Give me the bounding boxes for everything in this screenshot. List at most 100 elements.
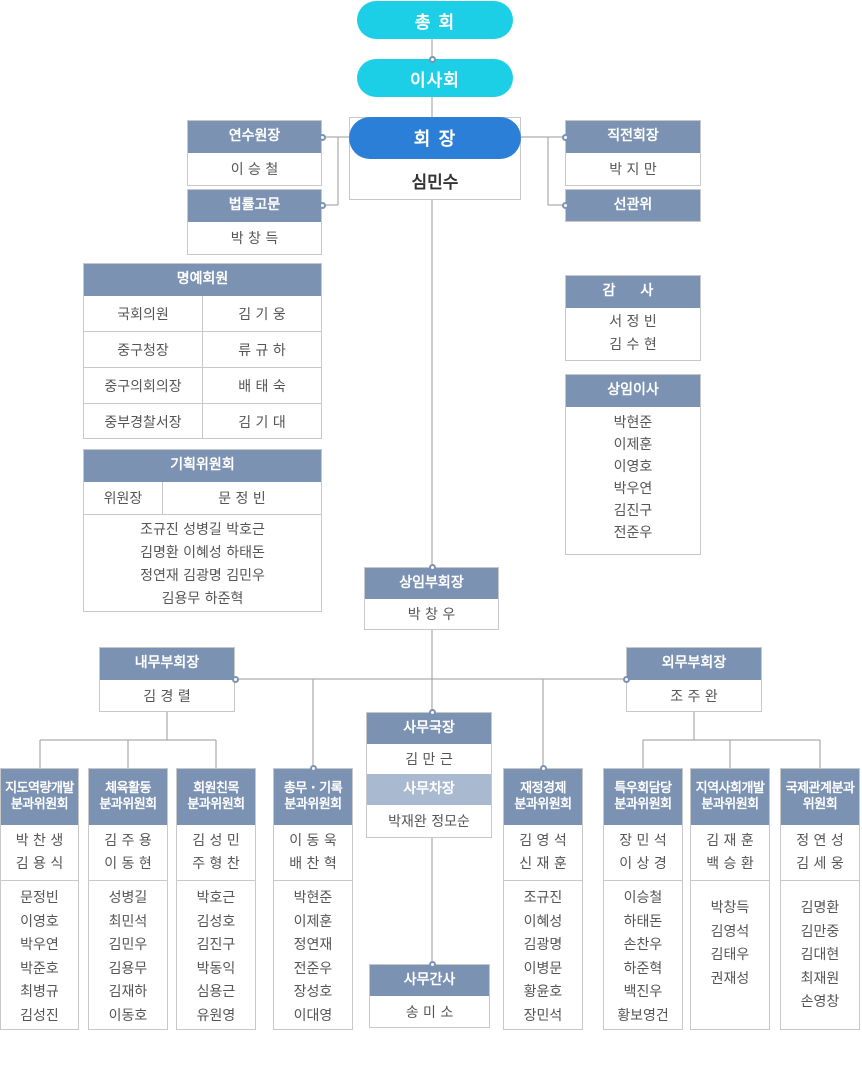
connector-dot [309, 764, 317, 772]
connector-dot [622, 675, 630, 683]
list-item: 문정빈 [20, 890, 59, 906]
committee-title: 회원친목 분과위원회 [177, 769, 255, 825]
list-item: 박현준 [613, 415, 653, 431]
committee-title: 지역사회개발 분과위원회 [691, 769, 769, 825]
list-item: 장성호 [293, 984, 333, 1000]
table-row: 중부경찰서장 김 기 대 [84, 403, 321, 439]
list-item: 이 동 욱 [289, 833, 337, 849]
list-item: 최병규 [20, 984, 59, 1000]
general-meeting-node: 총 회 [357, 1, 513, 39]
list-item: 하준혁 [623, 960, 663, 977]
list-item: 박준호 [20, 960, 59, 977]
list-item: 김만중 [800, 923, 840, 940]
list-item: 서 정 빈 [609, 314, 657, 330]
list-item: 김민우 [108, 937, 148, 953]
planning-chair-name: 문 정 빈 [162, 482, 321, 514]
list-item: 조규진 [523, 890, 563, 906]
list-item: 박현준 [293, 890, 333, 906]
list-item: 이대영 [293, 1007, 333, 1024]
list-item: 김재하 [108, 984, 148, 1000]
committee-title: 지도역량개발 분과위원회 [1, 769, 78, 825]
legal-advisor-box: 법률고문 박 창 득 [187, 189, 322, 255]
connector-dot [428, 708, 436, 716]
list-item: 박동익 [196, 960, 236, 977]
committee-title: 재정경제 분과위원회 [504, 769, 582, 825]
list-item: 이병문 [523, 960, 563, 977]
secretary-box: 사무간사 송 미 소 [369, 964, 490, 1028]
former-president-box: 직전회장 박 지 만 [565, 120, 701, 186]
list-item: 박 찬 생 [15, 833, 64, 849]
standing-directors-title: 상임이사 [566, 375, 700, 407]
secretariat-deputy-name: 박재완 정모순 [388, 814, 470, 830]
list-item: 김성진 [20, 1007, 59, 1024]
list-item: 김명환 [800, 900, 840, 916]
list-item: 김 세 웅 [796, 856, 844, 872]
committee-title: 특우회담당 분과위원회 [604, 769, 682, 825]
legal-advisor-title: 법률고문 [188, 190, 321, 222]
list-item: 정 연 성 [796, 833, 844, 849]
list-item: 김 영 석 [519, 833, 567, 849]
list-item: 이제훈 [293, 913, 333, 930]
honorary-name: 김 기 웅 [202, 296, 321, 331]
connector-dot [561, 201, 569, 209]
honorary-role: 중부경찰서장 [104, 414, 182, 431]
list-item: 김명환 이혜성 하태돈 [140, 545, 265, 561]
connector-dot [428, 960, 436, 968]
internal-vp-title: 내무부회장 [100, 648, 234, 680]
committee-title: 총무 · 기록 분과위원회 [274, 769, 352, 825]
secretary-name: 송 미 소 [405, 1004, 454, 1021]
list-item: 김진구 [613, 503, 653, 519]
committee-title: 체육활동 분과위원회 [89, 769, 167, 825]
list-item: 김광명 [523, 937, 563, 953]
honorary-name: 배 태 숙 [202, 368, 321, 403]
president-name: 심민수 [411, 172, 459, 193]
committee-title: 국제관계분과 위원회 [781, 769, 859, 825]
list-item: 주 형 찬 [192, 856, 240, 872]
list-item: 이동호 [108, 1007, 148, 1024]
list-item: 김 성 민 [192, 833, 240, 849]
honorary-name: 류 규 하 [202, 332, 321, 367]
planning-committee-title: 기획위원회 [84, 450, 321, 482]
connector-dot [231, 675, 239, 683]
honorary-role: 국회의원 [117, 306, 169, 323]
internal-vp-box: 내무부회장 김 경 렬 [99, 647, 235, 712]
secretariat-box: 사무국장 김 만 근 사무차장 박재완 정모순 [366, 712, 492, 838]
list-item: 전준우 [613, 525, 653, 541]
table-row: 중구의회의장 배 태 숙 [84, 367, 321, 403]
external-vp-title: 외무부회장 [627, 648, 761, 680]
connector-dot [539, 764, 547, 772]
list-item: 손찬우 [623, 937, 663, 953]
list-item: 백진우 [623, 984, 663, 1000]
list-item: 김 주 용 [104, 833, 152, 849]
former-president-name: 박 지 만 [609, 162, 657, 178]
training-director-box: 연수원장 이 승 철 [187, 120, 322, 186]
connector-dot [561, 133, 569, 141]
planning-chair-label: 위원장 [103, 491, 143, 507]
list-item: 박우연 [20, 937, 59, 953]
planning-members: 조규진 성병길 박호근 김명환 이혜성 하태돈 정연재 김광명 김민우 김용무 … [84, 514, 321, 611]
standing-directors-box: 상임이사 박현준 이제훈 이영호 박우연 김진구 전준우 [565, 374, 701, 555]
auditor-names: 서 정 빈 김 수 현 [566, 308, 700, 357]
list-item: 정연재 김광명 김민우 [140, 568, 265, 584]
secretariat-deputy-title: 사무차장 [367, 774, 491, 805]
training-director-name: 이 승 철 [230, 162, 279, 178]
list-item: 배 찬 혁 [289, 856, 337, 872]
standing-vp-box: 상임부회장 박 창 우 [364, 567, 499, 630]
external-vp-name: 조 주 완 [670, 688, 718, 705]
list-item: 김 용 식 [15, 856, 64, 872]
secretariat-director-name: 김 만 근 [405, 752, 453, 768]
honorary-members-title: 명예회원 [84, 264, 321, 296]
standing-vp-name: 박 창 우 [407, 607, 456, 623]
list-item: 박호근 [196, 890, 236, 906]
list-item: 최민석 [108, 913, 148, 930]
training-director-title: 연수원장 [188, 121, 321, 153]
